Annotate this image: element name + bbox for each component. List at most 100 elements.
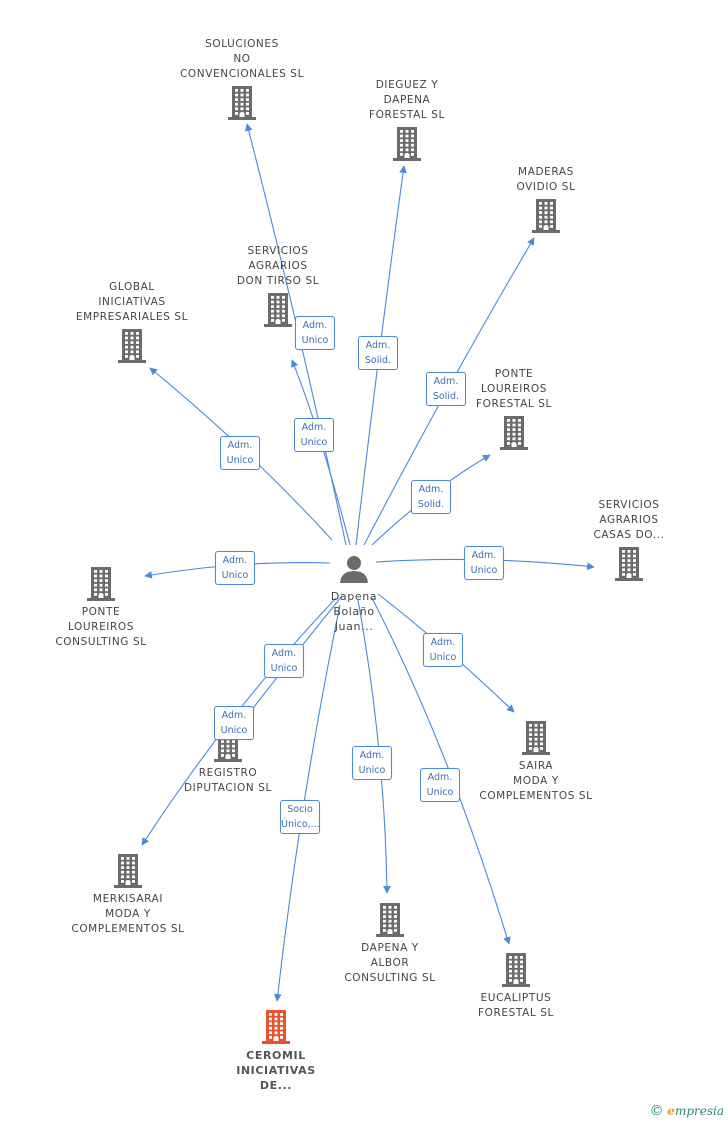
- relation-label-merkisarai[interactable]: Adm. Unico: [214, 706, 254, 740]
- relation-label-maderas[interactable]: Adm. Solid.: [426, 372, 466, 406]
- building-icon: [500, 416, 528, 450]
- company-node-maderas[interactable]: [531, 199, 561, 237]
- company-label-line: MODA Y: [105, 908, 151, 920]
- company-label-line: DAPENA Y: [361, 942, 419, 954]
- relation-label-registro[interactable]: Adm. Unico: [264, 644, 304, 678]
- relation-label-line: Unico: [301, 335, 329, 346]
- company-node-dieguez[interactable]: [392, 127, 422, 165]
- relation-label-line: Solid.: [432, 391, 460, 402]
- building-icon: [262, 1010, 290, 1044]
- building-icon: [532, 199, 560, 233]
- company-label-line: NO: [233, 53, 251, 65]
- relation-label-line: Unico: [270, 663, 298, 674]
- building-icon: [502, 953, 530, 987]
- company-label-line: AGRARIOS: [248, 260, 308, 272]
- company-node-ponte-consulting[interactable]: [86, 567, 116, 605]
- relation-label-saira[interactable]: Adm. Unico: [423, 633, 463, 667]
- relation-label-line: Unico: [426, 787, 454, 798]
- company-label-line: MERKISARAI: [92, 893, 164, 905]
- relation-label-line: Unico: [220, 725, 248, 736]
- company-label-line: SOLUCIONES: [205, 38, 279, 50]
- building-icon: [87, 567, 115, 601]
- brand-initial: e: [667, 1104, 675, 1118]
- person-node[interactable]: [339, 554, 369, 588]
- relation-label-line: Adm.: [271, 648, 297, 659]
- edge-eucaliptus: [371, 597, 511, 945]
- relation-label-line: Adm.: [433, 376, 459, 387]
- empresia-watermark: © empresia: [649, 1103, 724, 1119]
- company-label-line: PONTE: [494, 368, 534, 380]
- person-name-line: Dapena: [330, 590, 378, 603]
- company-label-line: DIEGUEZ Y: [375, 79, 439, 91]
- relation-label-line: Adm.: [221, 710, 247, 721]
- relation-label-line: Adm.: [365, 340, 391, 351]
- company-node-saira[interactable]: [521, 721, 551, 759]
- company-node-dapena-albor[interactable]: [375, 903, 405, 941]
- company-label-line: LOUREIROS: [67, 621, 135, 633]
- company-label-line: REGISTRO: [198, 767, 258, 779]
- relation-label-global[interactable]: Adm. Unico: [220, 436, 260, 470]
- company-label-line: DON TIRSO SL: [236, 275, 320, 287]
- building-icon: [264, 293, 292, 327]
- company-node-global[interactable]: [117, 329, 147, 367]
- relation-label-line: Unico: [226, 455, 254, 466]
- relation-label-line: Adm.: [222, 555, 248, 566]
- company-node-ponte-forestal[interactable]: [499, 416, 529, 454]
- company-label-line: FORESTAL SL: [369, 109, 445, 121]
- company-node-soluciones[interactable]: [227, 86, 257, 124]
- relation-label-eucaliptus[interactable]: Adm. Unico: [420, 768, 460, 802]
- company-label-soluciones[interactable]: SOLUCIONES NO CONVENCIONALES SL: [172, 37, 312, 82]
- company-label-line: GLOBAL: [109, 281, 155, 293]
- relation-label-servicios-casas[interactable]: Adm.Unico: [464, 546, 504, 580]
- relation-label-line: Adm.: [302, 320, 328, 331]
- company-label-line: INICIATIVAS: [236, 1064, 316, 1077]
- relation-label-line: Adm.: [227, 440, 253, 451]
- relation-label-line: Adm.: [430, 637, 456, 648]
- company-label-line: OVIDIO SL: [516, 181, 576, 193]
- relation-label-ponte-consulting[interactable]: Adm. Unico: [215, 551, 255, 585]
- company-node-eucaliptus[interactable]: [501, 953, 531, 991]
- relation-label-line: Unico: [300, 437, 328, 448]
- company-label-line: CONSULTING SL: [344, 972, 436, 984]
- company-label-line: INICIATIVAS: [98, 296, 166, 308]
- relation-label-ponte-forestal[interactable]: Adm.Solid.: [411, 480, 451, 514]
- company-node-servicios-casas[interactable]: [614, 547, 644, 585]
- relation-label-line: Socio: [287, 804, 313, 815]
- person-name-line: Juan...: [334, 620, 374, 633]
- company-label-line: DE...: [259, 1079, 293, 1092]
- company-node-servicios-don-tirso[interactable]: [263, 293, 293, 331]
- company-label-line: CONVENCIONALES SL: [179, 68, 305, 80]
- relation-label-line: Unico: [221, 570, 249, 581]
- relation-label-dieguez[interactable]: Adm.Solid.: [358, 336, 398, 370]
- relation-label-line: Unico: [470, 565, 498, 576]
- company-label-line: PONTE: [81, 606, 121, 618]
- company-label-line: EUCALIPTUS: [480, 992, 552, 1004]
- company-label-ponte-consulting[interactable]: PONTE LOUREIROS CONSULTING SL: [31, 605, 171, 650]
- relation-label-soluciones[interactable]: Adm. Unico: [295, 316, 335, 350]
- building-icon: [615, 547, 643, 581]
- building-icon: [114, 854, 142, 888]
- relation-label-servicios-don-tirso[interactable]: Adm.Unico: [294, 418, 334, 452]
- company-label-line: AGRARIOS: [599, 514, 659, 526]
- company-node-ceromil[interactable]: [261, 1010, 291, 1048]
- building-icon: [393, 127, 421, 161]
- relation-label-line: Adm.: [427, 772, 453, 783]
- relation-label-line: Unico: [429, 652, 457, 663]
- company-node-merkisarai[interactable]: [113, 854, 143, 892]
- relation-label-dapena-albor[interactable]: Adm.Unico: [352, 746, 392, 780]
- company-label-line: CONSULTING SL: [55, 636, 147, 648]
